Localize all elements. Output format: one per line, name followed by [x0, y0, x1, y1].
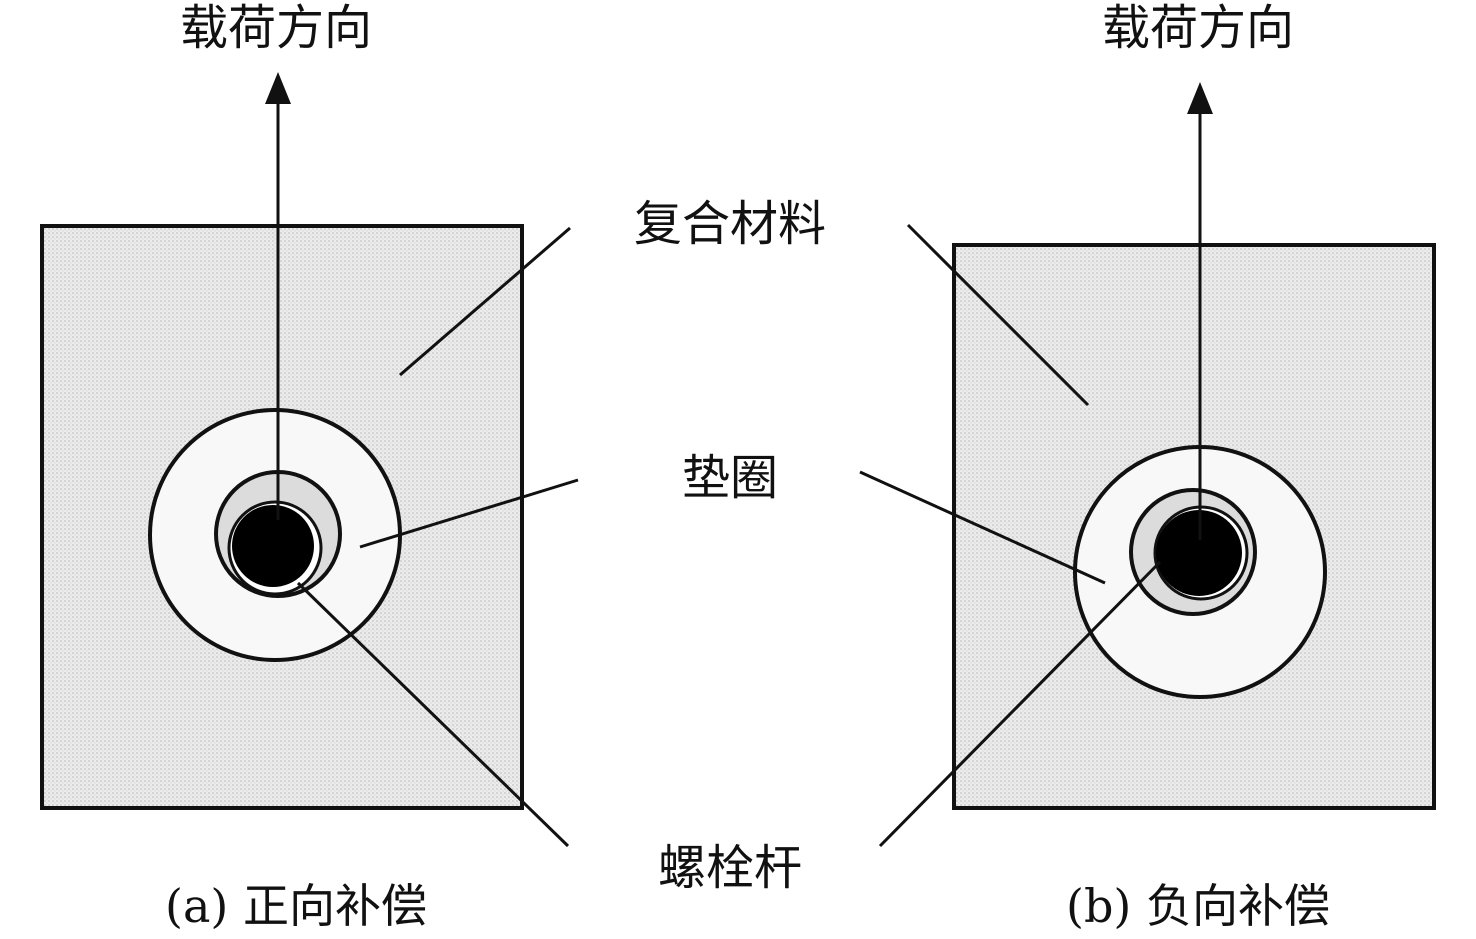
- load-direction-label-b: 载荷方向: [1102, 0, 1294, 56]
- load-arrow-head-a: [265, 72, 291, 104]
- leader-composite-a: [399, 226, 571, 377]
- washer-label: 垫圈: [682, 450, 778, 506]
- bolt-label: 螺栓杆: [658, 840, 802, 896]
- panel-b: 载荷方向 (b) 负向补偿: [952, 0, 1436, 933]
- leader-washer-b: [859, 470, 1106, 585]
- leader-bolt-a: [296, 581, 570, 848]
- composite-label: 复合材料: [634, 196, 826, 252]
- leaders: [296, 223, 1162, 848]
- leader-washer-a: [359, 478, 579, 549]
- panel-a: 载荷方向 (a) 正向补偿: [40, 0, 524, 933]
- load-arrow-head-b: [1187, 82, 1213, 114]
- bolt-a: [232, 505, 314, 587]
- leader-composite-b: [906, 223, 1090, 407]
- caption-a: (a) 正向补偿: [165, 879, 427, 933]
- bolt-b: [1156, 510, 1242, 596]
- leader-bolt-b: [878, 560, 1162, 848]
- load-direction-label-a: 载荷方向: [180, 0, 372, 56]
- caption-b: (b) 负向补偿: [1066, 879, 1330, 933]
